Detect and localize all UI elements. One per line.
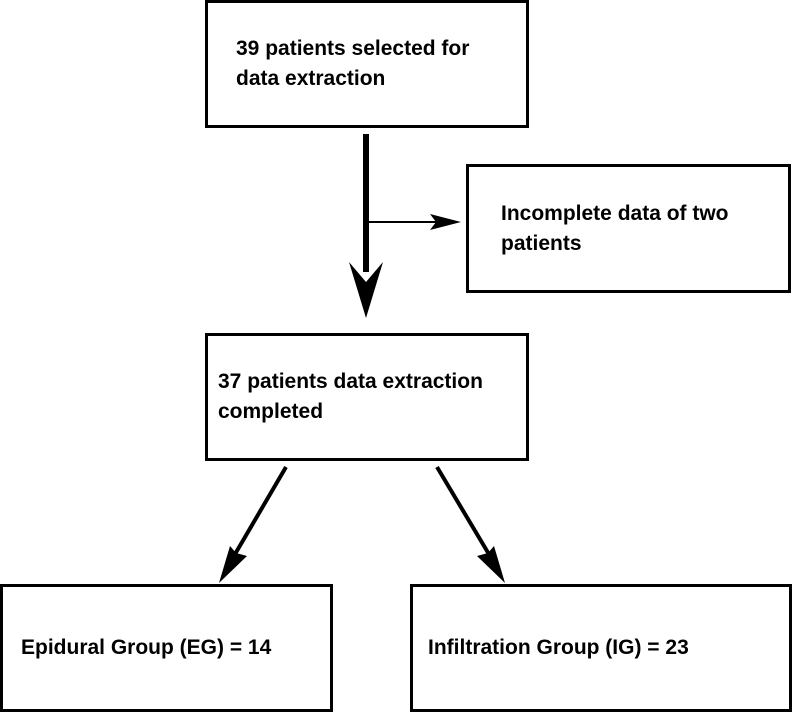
node-epidural-group: Epidural Group (EG) = 14 [0,584,333,712]
node-extraction-completed: 37 patients data extraction completed [205,333,529,461]
node-incomplete-data: Incomplete data of two patients [466,164,791,293]
arrowhead-excluded [430,214,461,230]
node-text-line: Incomplete data of two [501,201,729,225]
arrowhead-infiltration [477,546,505,583]
node-text-line: Epidural Group (EG) = 14 [21,636,272,659]
node-text-line: data extraction [236,67,386,90]
node-text-line: 37 patients data extraction [218,370,483,393]
node-text-line: Infiltration Group (IG) = 23 [428,636,689,659]
arrow-to-infiltration [435,465,495,563]
node-infiltration-group: Infiltration Group (IG) = 23 [410,584,792,712]
node-text-line: 39 patients selected for [236,37,470,60]
node-patients-selected: 39 patients selected for data extraction [205,0,529,128]
arrow-to-epidural [229,465,288,563]
arrowhead-epidural [219,546,247,583]
node-text-line: patients [501,231,582,255]
node-text-line: completed [218,400,324,423]
arrowhead-completed [349,262,383,318]
